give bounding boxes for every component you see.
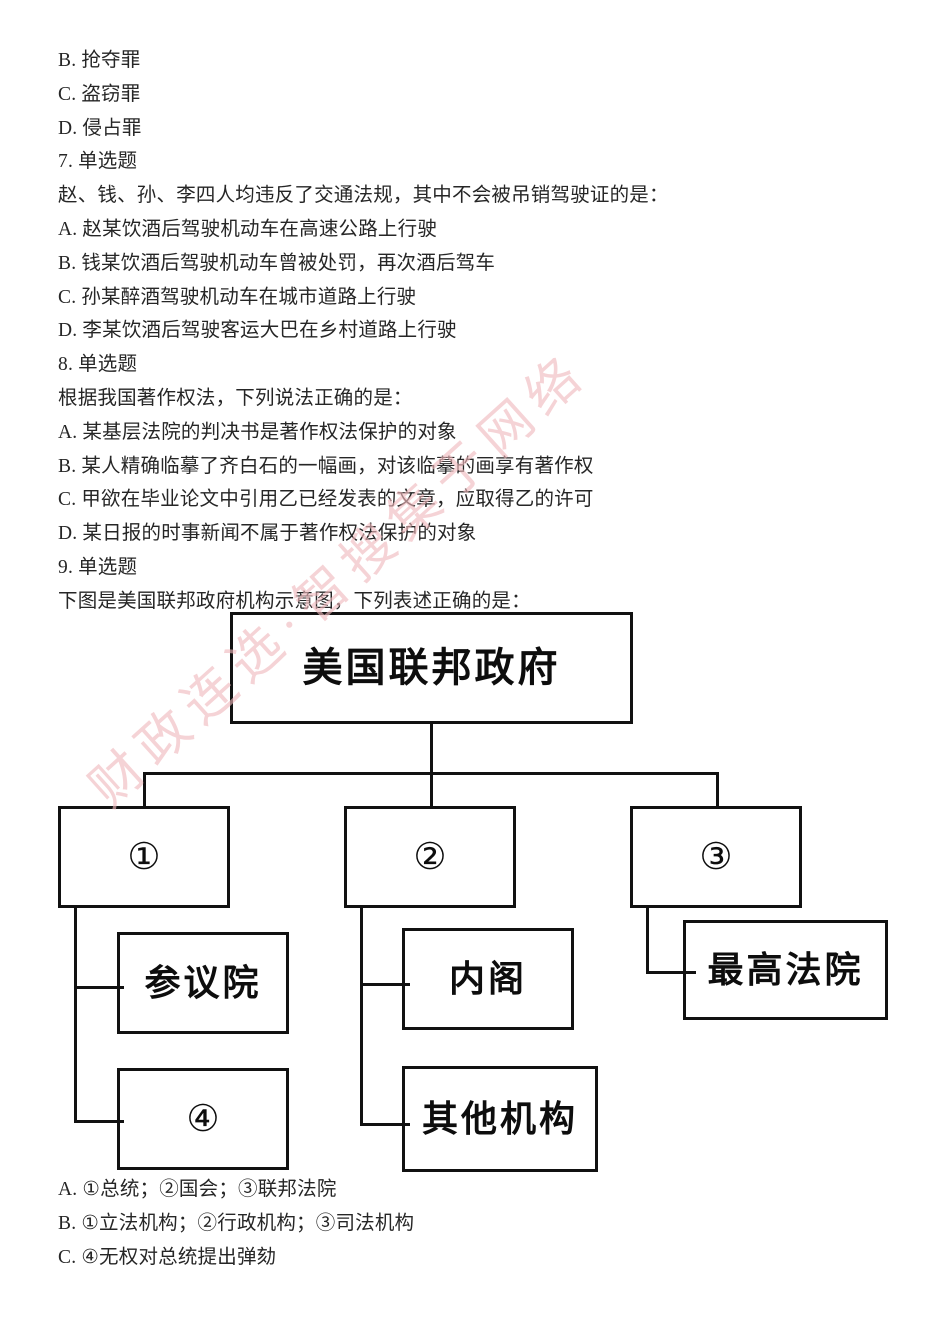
option-line: C. 盗窃罪 [58, 83, 141, 105]
question-number: 8. 单选题 [58, 354, 138, 376]
option-line: D. 侵占罪 [58, 117, 142, 139]
edge-drop-branch-1 [143, 772, 146, 806]
edge-spine-branch-2 [360, 908, 363, 1126]
option-line: B. 抢夺罪 [58, 50, 141, 71]
diagram-node-cabinet: 内阁 [402, 928, 574, 1030]
question-number: 9. 单选题 [58, 556, 138, 578]
edge-elbow-branch-1-child-1 [74, 986, 124, 989]
edge-root-stem [430, 724, 433, 774]
edge-elbow-branch-1-child-2 [74, 1120, 124, 1123]
edge-spine-branch-1 [74, 908, 77, 1123]
option-line: A. 某基层法院的判决书是著作权法保护的对象 [58, 421, 457, 443]
question-number: 7. 单选题 [58, 151, 138, 173]
answer-options-block: A. ①总统；②国会；③联邦法院 B. ①立法机构；②行政机构；③司法机构 C.… [58, 1173, 908, 1274]
edge-elbow-branch-2-child-2 [360, 1123, 410, 1126]
question-stem: 根据我国著作权法，下列说法正确的是： [58, 387, 413, 409]
diagram-node-label: 最高法院 [707, 950, 864, 990]
diagram-node-label: 内阁 [448, 959, 527, 999]
question-text-block: B. 抢夺罪 C. 盗窃罪 D. 侵占罪 7. 单选题 赵、钱、孙、李四人均违反… [58, 44, 908, 619]
option-line: D. 某日报的时事新闻不属于著作权法保护的对象 [58, 523, 477, 545]
option-line: C. 甲欲在毕业论文中引用乙已经发表的文章，应取得乙的许可 [58, 489, 594, 511]
option-line: C. ④无权对总统提出弹劾 [58, 1246, 277, 1268]
question-stem: 下图是美国联邦政府机构示意图，下列表述正确的是： [58, 590, 531, 612]
diagram-node-branch-1: ① [58, 806, 230, 908]
diagram-node-label: 其他机构 [421, 1099, 578, 1139]
option-line: C. 孙某醉酒驾驶机动车在城市道路上行驶 [58, 286, 417, 308]
diagram-node-branch-3: ③ [630, 806, 802, 908]
option-line: B. 某人精确临摹了齐白石的一幅画，对该临摹的画享有著作权 [58, 455, 594, 477]
question-stem: 赵、钱、孙、李四人均违反了交通法规，其中不会被吊销驾驶证的是： [58, 185, 669, 207]
option-line: A. 赵某饮酒后驾驶机动车在高速公路上行驶 [58, 218, 438, 240]
diagram-node-label: 美国联邦政府 [302, 645, 561, 690]
diagram-node-supreme-court: 最高法院 [683, 920, 888, 1020]
diagram-node-root: 美国联邦政府 [230, 612, 633, 724]
edge-drop-branch-3 [716, 772, 719, 806]
option-line: A. ①总统；②国会；③联邦法院 [58, 1179, 337, 1200]
diagram-node-label: ② [413, 836, 447, 878]
diagram-node-label: ③ [699, 836, 733, 878]
diagram-node-senate: 参议院 [117, 932, 289, 1034]
diagram-node-label: 参议院 [144, 963, 262, 1003]
edge-drop-branch-2 [430, 772, 433, 806]
diagram-node-branch-1-child-2: ④ [117, 1068, 289, 1170]
diagram-node-other-agencies: 其他机构 [402, 1066, 598, 1172]
edge-elbow-branch-2-child-1 [360, 983, 410, 986]
edge-elbow-branch-3-child-1 [646, 971, 696, 974]
option-line: D. 李某饮酒后驾驶客运大巴在乡村道路上行驶 [58, 320, 457, 342]
edge-spine-branch-3 [646, 908, 649, 974]
diagram-node-label: ① [127, 836, 161, 878]
option-line: B. 钱某饮酒后驾驶机动车曾被处罚，再次酒后驾车 [58, 252, 496, 274]
us-federal-government-diagram: 美国联邦政府 ① ② ③ 参议院 ④ [0, 598, 950, 1178]
option-line: B. ①立法机构；②行政机构；③司法机构 [58, 1212, 415, 1234]
diagram-node-label: ④ [186, 1098, 220, 1140]
diagram-node-branch-2: ② [344, 806, 516, 908]
